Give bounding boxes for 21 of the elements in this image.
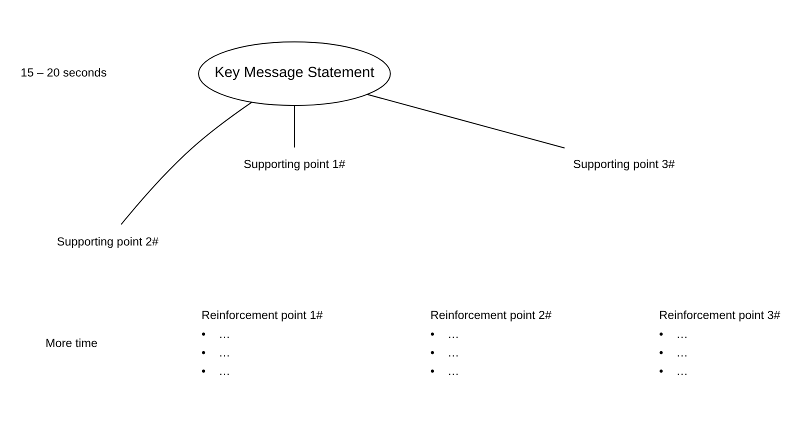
label: Reinforcement point 1# [202, 309, 323, 322]
connector [294, 105, 295, 148]
connector [366, 94, 566, 149]
node-text: Supporting point 2# [56, 235, 159, 248]
node-text: Supporting point 1# [244, 158, 346, 172]
node-ellipse: Key Message Statement [198, 41, 391, 106]
label: 15 – 20 seconds [20, 66, 107, 80]
label: • … [659, 328, 688, 341]
label: Reinforcement point 3# [659, 309, 780, 322]
label: • … [430, 364, 460, 378]
connector [120, 102, 252, 225]
label: • … [659, 346, 688, 360]
label: • … [202, 346, 230, 360]
label: • … [430, 328, 460, 341]
label: Reinforcement point 2# [430, 309, 552, 322]
label: More time [45, 337, 98, 350]
label: • … [659, 364, 688, 378]
node-text: Supporting point 3# [573, 158, 675, 172]
label: • … [430, 346, 460, 360]
label: • … [202, 364, 230, 378]
label: • … [202, 328, 230, 341]
